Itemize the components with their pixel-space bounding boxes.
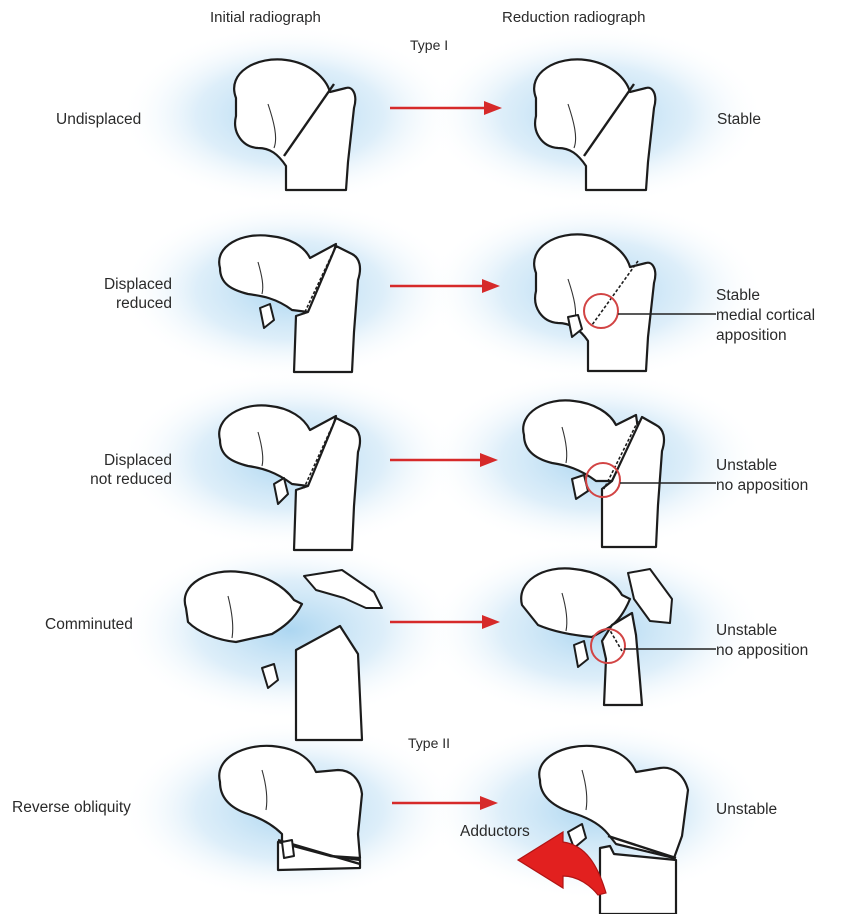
type-2-label: Type II <box>408 735 450 751</box>
outcome-comminuted: Unstable no apposition <box>716 621 808 661</box>
row-label-reverse-obliquity: Reverse obliquity <box>12 798 131 817</box>
row-label-displaced-reduced: Displaced reduced <box>70 275 172 313</box>
adductors-label: Adductors <box>460 822 530 841</box>
outcome-reverse-obliquity: Unstable <box>716 800 777 820</box>
header-initial-radiograph: Initial radiograph <box>210 9 321 26</box>
outcome-displaced-not-reduced: Unstable no apposition <box>716 456 808 496</box>
type-1-label: Type I <box>410 37 448 53</box>
glow-left-4 <box>120 540 460 720</box>
row-label-displaced-not-reduced: Displaced not reduced <box>56 451 172 489</box>
row-label-comminuted: Comminuted <box>45 615 133 634</box>
row-label-undisplaced: Undisplaced <box>56 110 141 129</box>
header-reduction-radiograph: Reduction radiograph <box>502 9 645 26</box>
outcome-displaced-reduced: Stable medial cortical apposition <box>716 286 815 346</box>
outcome-undisplaced: Stable <box>717 110 761 130</box>
